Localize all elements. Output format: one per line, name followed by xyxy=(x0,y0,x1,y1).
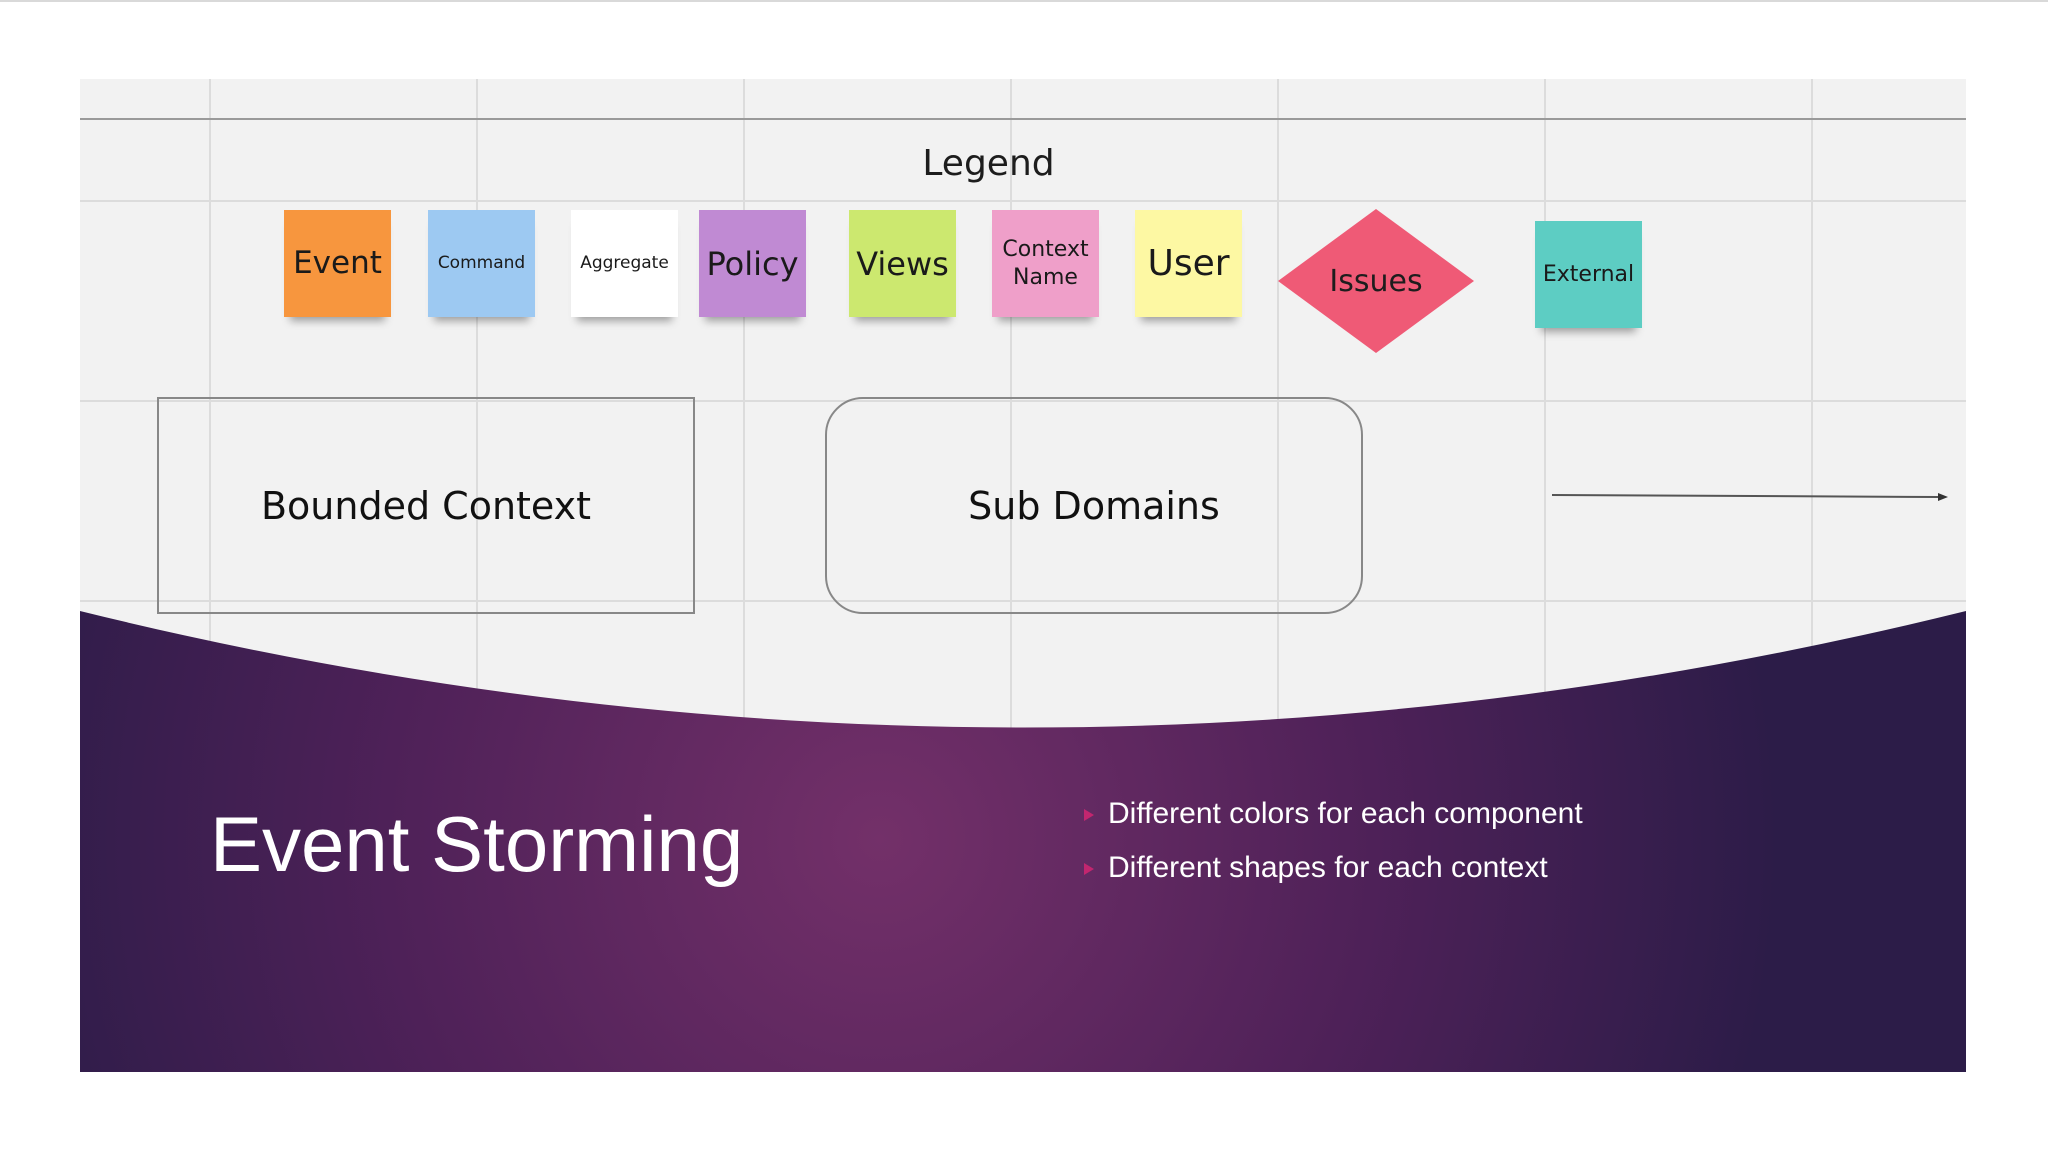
slide: Legend Event Command Aggregate Policy Vi… xyxy=(80,79,1966,1072)
whiteboard: Legend Event Command Aggregate Policy Vi… xyxy=(80,79,1966,729)
bullet-list: Different colors for each component Diff… xyxy=(1084,797,1583,905)
bullet-item: Different shapes for each context xyxy=(1084,851,1583,885)
sub-domains-label: Sub Domains xyxy=(968,483,1220,528)
legend-external-note: External xyxy=(1535,221,1642,328)
sub-domains-box: Sub Domains xyxy=(825,397,1363,614)
arrow-bullet-icon xyxy=(1084,863,1094,875)
title-band xyxy=(80,611,1966,1072)
legend-policy-note: Policy xyxy=(699,210,806,317)
legend-issues-label: Issues xyxy=(1329,263,1423,299)
legend-title: Legend xyxy=(922,143,1055,184)
connector-arrow xyxy=(1551,493,1948,501)
legend-views-label: Views xyxy=(856,244,949,283)
board-top-line xyxy=(80,118,1966,120)
legend-aggregate-note: Aggregate xyxy=(571,210,678,317)
bounded-context-label: Bounded Context xyxy=(260,483,592,528)
bullet-text: Different colors for each component xyxy=(1108,797,1583,830)
arrow-bullet-icon xyxy=(1084,809,1094,821)
slide-title: Event Storming xyxy=(210,800,744,888)
legend-command-label: Command xyxy=(437,252,526,273)
legend-issues-diamond: Issues xyxy=(1276,207,1476,355)
legend-command-note: Command xyxy=(428,210,535,317)
legend-context-name-note: Context Name xyxy=(992,210,1099,317)
top-rule xyxy=(0,0,2048,2)
legend-views-note: Views xyxy=(849,210,956,317)
bounded-context-box: Bounded Context xyxy=(157,397,695,614)
legend-external-label: External xyxy=(1542,261,1635,287)
legend-policy-label: Policy xyxy=(706,244,799,283)
legend-aggregate-label: Aggregate xyxy=(580,252,669,273)
bullet-item: Different colors for each component xyxy=(1084,797,1583,831)
legend-user-label: User xyxy=(1147,243,1230,284)
legend-user-note: User xyxy=(1135,210,1242,317)
legend-context-name-label: Context Name xyxy=(1002,237,1089,290)
bullet-text: Different shapes for each context xyxy=(1108,851,1548,884)
legend-event-note: Event xyxy=(284,210,391,317)
issues-diamond-shape xyxy=(1278,209,1474,353)
legend-event-label: Event xyxy=(293,245,382,282)
